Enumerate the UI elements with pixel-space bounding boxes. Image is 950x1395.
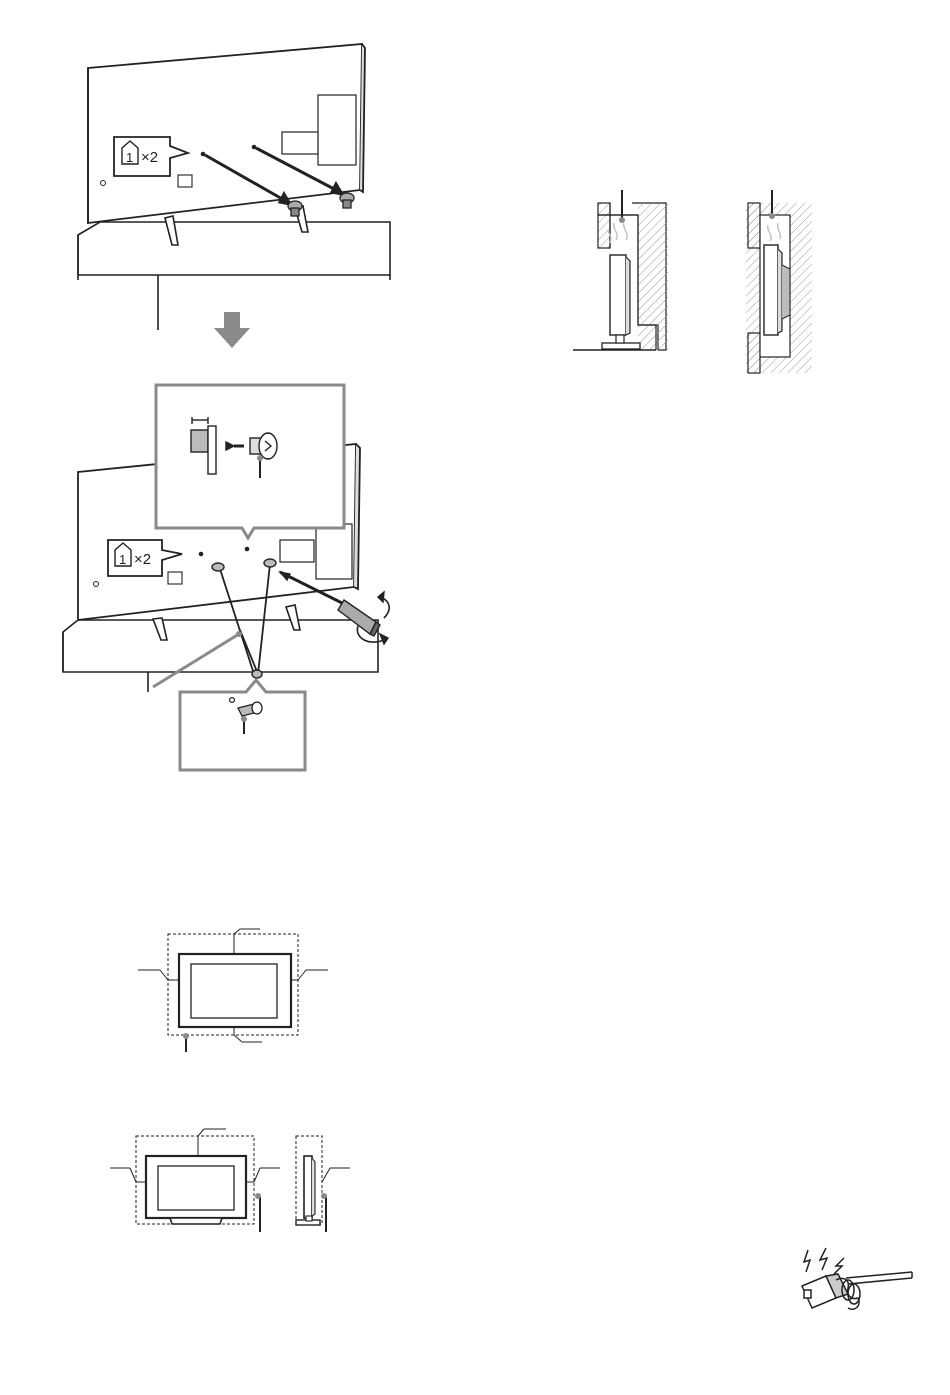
screw-detail-callout: [156, 385, 344, 538]
svg-text:×2: ×2: [141, 149, 158, 166]
down-arrow-icon: [212, 312, 252, 350]
tv-rear-screws-figure: 1 ×2: [70, 40, 400, 340]
svg-text:1: 1: [126, 150, 133, 165]
ventilation-wall-figure: [568, 185, 818, 380]
svg-text:1: 1: [119, 552, 126, 567]
tv-strap-attach-figure: 1 ×2: [58, 382, 398, 777]
plug-shock-icon: [790, 1246, 915, 1326]
tv-cabinet: [63, 620, 378, 692]
wall-mount-in-recess: [746, 190, 812, 373]
tv-body: [88, 44, 365, 223]
clearance-stand-figure: [108, 1124, 358, 1236]
wall-screw-callout: [180, 680, 305, 770]
stand-in-recess: [573, 190, 668, 350]
svg-text:×2: ×2: [134, 551, 151, 568]
clearance-front-figure: [136, 928, 336, 1056]
